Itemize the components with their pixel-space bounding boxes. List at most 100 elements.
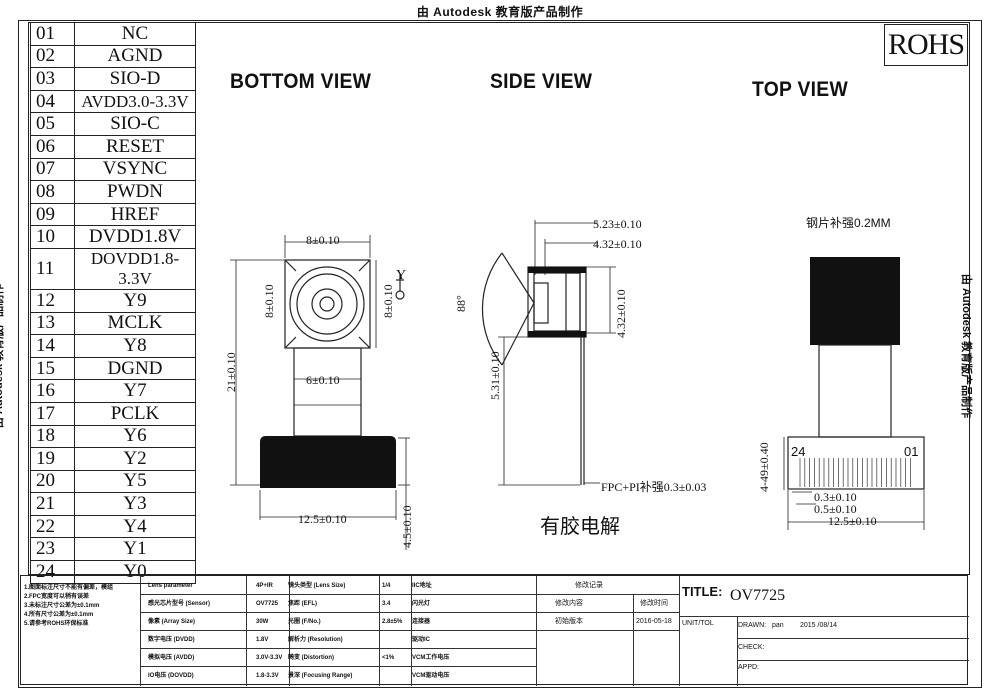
pin-number: 23 [30, 537, 75, 562]
spec-value2: 1/4 [382, 583, 391, 589]
rohs-badge: ROHS [884, 24, 968, 66]
spec-label: 像素 (Array Size) [148, 619, 196, 625]
pin-name: Y6 [74, 424, 196, 449]
revision-header: 修改记录 [575, 582, 603, 589]
pin-number: 07 [30, 157, 75, 182]
spec-label3: VCM工作电压 [412, 655, 450, 661]
spec-label: 模拟电压 (AVDD) [148, 655, 195, 661]
bottom-view-title: BOTTOM VIEW [230, 70, 372, 93]
pin-name: Y3 [74, 492, 196, 516]
spec-value2: 3.4 [382, 601, 391, 607]
bottom-lens-height-dim: 8±0.10 [262, 284, 276, 318]
spec-label: Lens parameter [148, 583, 193, 589]
note-item: 4.所有尺寸公差为±0.1mm [24, 612, 94, 618]
top-pad-dim: 0.5±0.10 [814, 502, 857, 516]
pin-number: 04 [30, 89, 75, 114]
pin-name: PCLK [74, 401, 196, 426]
spec-value: 3.0V-3.3V [256, 655, 283, 661]
pin-number: 18 [30, 424, 75, 449]
spec-label: 数字电压 (DVDD) [148, 637, 195, 643]
pin-number: 22 [30, 514, 75, 539]
pin-number: 14 [30, 334, 75, 358]
revision-row1: 初始版本 [555, 618, 583, 625]
spec-value2: <1% [382, 655, 395, 661]
spec-label3: 驱动IC [412, 637, 431, 643]
pin-number: 02 [30, 44, 75, 69]
unit-label: UNIT/TOL [682, 620, 714, 627]
top-view-drawing [783, 257, 925, 530]
title-block [20, 575, 969, 686]
spec-label2: 解析力 (Resolution) [288, 637, 343, 643]
bottom-connector-width-dim: 12.5±0.10 [298, 512, 347, 526]
pin-name: DVDD1.8V [74, 225, 196, 249]
note-item: 1.图面标注尺寸不能有偏差，模组 [24, 585, 114, 591]
watermark-left: 由 Autodesk 教育版产品制作 [0, 283, 6, 428]
pin-number: 12 [30, 288, 75, 313]
pin-number: 01 [30, 22, 75, 46]
pin-name: Y4 [74, 514, 196, 539]
side-stiffener-label: FPC+PI补强0.3±0.03 [601, 480, 707, 494]
side-right-height-dim: 4.32±0.10 [614, 289, 628, 338]
pin-number: 10 [30, 225, 75, 249]
pin-name: NC [74, 22, 196, 46]
pin-name: Y7 [74, 379, 196, 403]
pin-number: 06 [30, 134, 75, 159]
outer-frame [18, 20, 982, 688]
pin-name: DOVDD1.8-3.3V [74, 247, 196, 290]
connector-block [260, 436, 396, 488]
pin-name: MCLK [74, 311, 196, 336]
revision-row1-date: 2016-05-18 [636, 618, 672, 625]
pin-number: 21 [30, 492, 75, 516]
top-height-dim: 4-49±0.40 [757, 442, 771, 492]
pin-name: AGND [74, 44, 196, 69]
drawn-date: 2015 /08/14 [800, 622, 837, 629]
side-length-dim: 5.31±0.10 [488, 351, 502, 400]
pin-name: Y1 [74, 537, 196, 562]
spec-label3: IIC地址 [412, 583, 432, 589]
spec-value: 30W [256, 619, 269, 625]
bottom-view-drawing [230, 235, 410, 550]
watermark-top: 由 Autodesk 教育版产品制作 [416, 5, 584, 19]
top-stiffener-label: 钢片补强0.2MM [806, 216, 891, 230]
pin-name: SIO-D [74, 67, 196, 91]
spec-label2: 畸变 (Distortion) [288, 655, 334, 661]
revision-col-date: 修改时间 [640, 600, 668, 607]
spec-value: OV7725 [256, 601, 279, 607]
spec-label2: 焦距 (EFL) [288, 601, 317, 607]
spec-label3: VCM驱动电压 [412, 673, 450, 679]
spec-value: 4P+IR [256, 583, 273, 589]
spec-label3: 连接器 [412, 619, 431, 625]
note-item: 5.请参考ROHS环保标准 [24, 621, 89, 627]
revision-col-content: 修改内容 [555, 600, 583, 607]
pin-number: 09 [30, 202, 75, 227]
side-dim-4-32: 4.32±0.10 [593, 237, 642, 251]
orientation-mark-label: Y [396, 268, 407, 283]
title-label: TITLE: [682, 584, 723, 599]
side-note: 有胶电解 [540, 516, 620, 538]
pin-number: 13 [30, 311, 75, 336]
pin-name: HREF [74, 202, 196, 227]
top-view-title: TOP VIEW [752, 78, 848, 101]
title-value: OV7725 [730, 587, 786, 604]
top-pin-01-label: 01 [904, 444, 919, 459]
fpc-strip [293, 347, 362, 437]
